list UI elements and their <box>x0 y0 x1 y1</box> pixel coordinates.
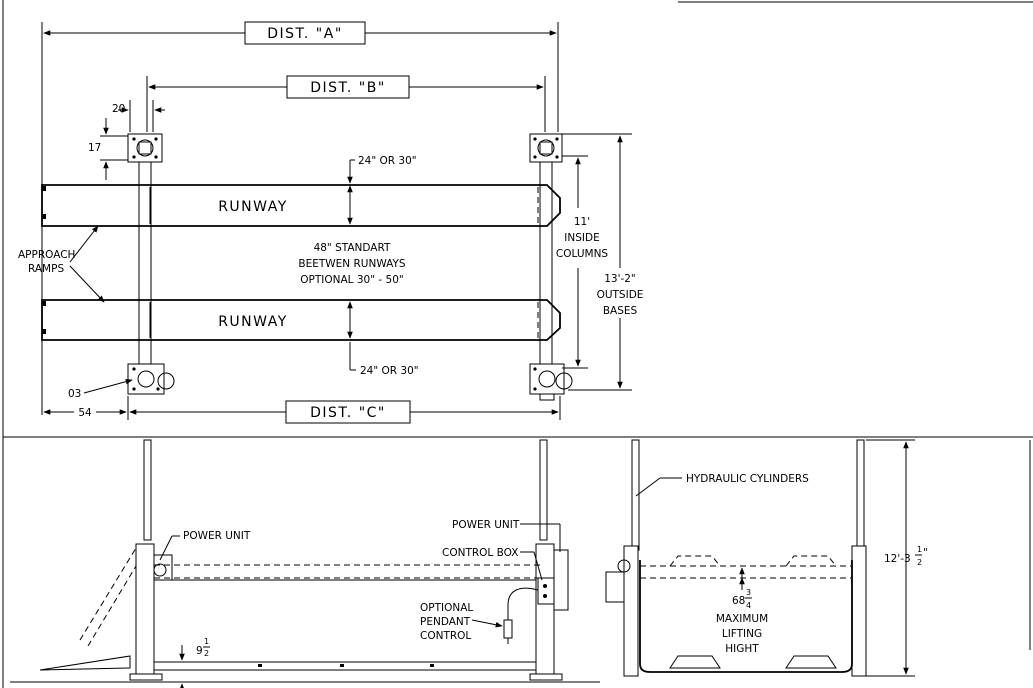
pendant-control <box>503 587 539 644</box>
hydraulic-cylinders-callout: HYDRAULIC CYLINDERS <box>635 473 809 497</box>
dist-b-label: DIST. "B" <box>310 80 386 96</box>
approach-ramps-callout: APPROACH RAMPS <box>18 225 105 303</box>
pendant-line2: PENDANT <box>420 616 471 628</box>
power-unit-right-label: POWER UNIT <box>452 519 520 531</box>
outside-line2: OUTSIDE <box>597 289 644 301</box>
lift-line2: LIFTING <box>722 628 762 640</box>
max-lift-dimension: 68 3 4 MAXIMUM LIFTING HIGHT <box>716 567 768 655</box>
outside-line1: 13'-2" <box>604 273 636 285</box>
dist-a-label: DIST. "A" <box>267 26 343 42</box>
dim-20-label: 20 <box>112 103 125 115</box>
inside-line1: 11' <box>574 216 590 228</box>
lift-num: 3 <box>746 588 751 597</box>
control-box-callout: CONTROL BOX <box>442 547 543 581</box>
part-03-callout: 03 <box>68 378 133 400</box>
power-unit-right-callout: POWER UNIT <box>452 519 561 552</box>
runway-top: RUNWAY <box>41 184 561 227</box>
runway-bottom-label: RUNWAY <box>218 314 288 330</box>
height-main: 12'-3 <box>884 553 911 565</box>
dist-c-label: DIST. "C" <box>310 405 386 421</box>
base-plate-bottom-left <box>127 363 175 395</box>
inside-columns-dimension: 11' INSIDE COLUMNS <box>556 155 609 369</box>
gap-bottom-label: 24" OR 30" <box>360 365 419 377</box>
control-box-label: CONTROL BOX <box>442 547 518 559</box>
side-runway <box>153 564 540 671</box>
dim-9-half: 9 1 2 <box>179 637 210 688</box>
lift-main: 68 <box>732 595 745 607</box>
pendant-callout: OPTIONAL PENDANT CONTROL <box>420 602 503 642</box>
gap-top-dimension: 24" OR 30" <box>347 155 417 225</box>
dim-17-label: 17 <box>88 142 101 154</box>
power-unit-left-label: POWER UNIT <box>183 530 251 542</box>
approach-ramps-line2: RAMPS <box>28 263 64 275</box>
pendant-line3: CONTROL <box>420 630 471 642</box>
end-view-raised-platform <box>640 555 852 579</box>
between-line2: BEETWEN RUNWAYS <box>298 258 406 270</box>
outside-line3: BASES <box>603 305 638 317</box>
base-plate-dimensions: 20 17 <box>88 100 165 180</box>
runway-top-label: RUNWAY <box>218 199 288 215</box>
dim-54-label: 54 <box>78 407 92 419</box>
dist-c-dimension: 54 DIST. "C" <box>43 396 561 424</box>
plan-view: DIST. "A" DIST. "B" 20 17 <box>18 21 644 424</box>
dist-b-dimension: DIST. "B" <box>146 75 546 132</box>
base-plate-bottom-right <box>529 363 573 401</box>
pendant-line1: OPTIONAL <box>420 602 473 614</box>
base-plates <box>127 133 573 401</box>
base-plate-top-left <box>127 133 163 163</box>
inside-line3: COLUMNS <box>556 248 609 260</box>
height-den: 2 <box>917 558 922 567</box>
gap-top-label: 24" OR 30" <box>358 155 417 167</box>
gap-bottom-dimension: 24" OR 30" <box>347 301 419 377</box>
overall-height-dimension: 12'-3 1 2 " <box>866 439 928 677</box>
runway-bottom: RUNWAY <box>41 299 561 341</box>
side-view: POWER UNIT POWER UNIT CONTROL BOX OPTION… <box>10 439 600 688</box>
lift-den: 4 <box>746 601 751 610</box>
side-approach-ramp <box>39 547 137 671</box>
label-03: 03 <box>68 388 81 400</box>
inside-line2: INSIDE <box>564 232 599 244</box>
lift-line3: HIGHT <box>725 643 759 655</box>
hydraulic-cylinders-label: HYDRAULIC CYLINDERS <box>686 473 809 485</box>
base-plate-top-right <box>529 133 563 163</box>
outside-bases-dimension: 13'-2" OUTSIDE BASES <box>562 133 644 391</box>
dim-9-whole: 9 <box>196 645 203 657</box>
end-view: HYDRAULIC CYLINDERS 12'-3 1 2 " 68 3 4 M… <box>605 439 928 677</box>
height-unit: " <box>923 547 928 559</box>
between-line1: 48" STANDART <box>314 242 391 254</box>
dim-9-den: 2 <box>204 649 209 658</box>
dim-9-num: 1 <box>204 637 209 646</box>
between-line3: OPTIONAL 30" - 50" <box>300 274 403 286</box>
height-num: 1 <box>917 545 922 554</box>
between-runways-note: 48" STANDART BEETWEN RUNWAYS OPTIONAL 30… <box>298 242 406 286</box>
lift-line1: MAXIMUM <box>716 613 768 625</box>
power-unit-left-callout: POWER UNIT <box>159 530 251 561</box>
side-right-column <box>529 543 569 681</box>
approach-ramps-line1: APPROACH <box>18 249 75 261</box>
